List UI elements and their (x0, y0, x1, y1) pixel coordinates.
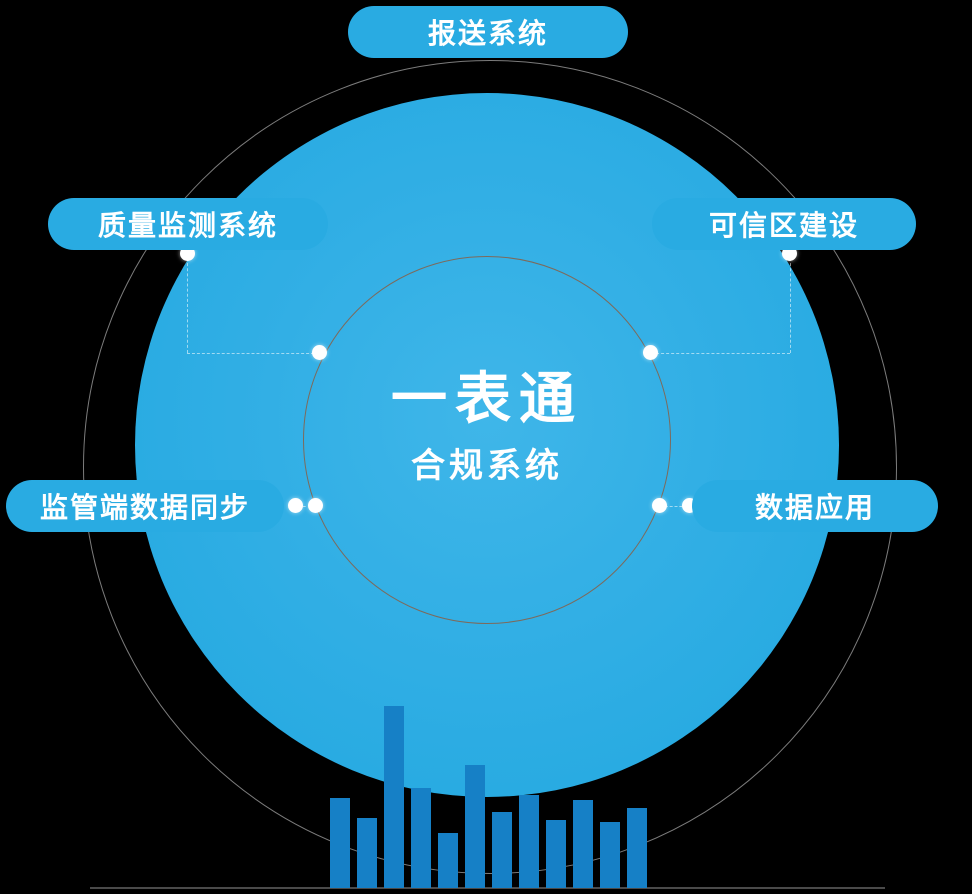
connector-upper-right-vertical (790, 258, 791, 353)
connector-upper-left-vertical (187, 258, 188, 353)
dot-lower-left-ring (308, 498, 323, 513)
inner-ring (303, 256, 671, 624)
node-trusted-zone-construction: 可信区建设 (652, 198, 916, 250)
bar (411, 788, 431, 888)
outer-ring (83, 60, 897, 874)
node-regulator-data-sync: 监管端数据同步 (6, 480, 284, 532)
node-reporting-system: 报送系统 (348, 6, 628, 58)
bar (546, 820, 566, 888)
dot-upper-right-ring (643, 345, 658, 360)
bar (384, 706, 404, 888)
node-label: 数据应用 (754, 492, 875, 523)
node-quality-monitoring-system: 质量监测系统 (48, 198, 328, 250)
bar (357, 818, 377, 888)
bar (627, 808, 647, 888)
bar-skyline (330, 698, 647, 888)
connector-lower-right (660, 506, 692, 507)
connector-upper-right-horizontal (651, 353, 790, 354)
bar (600, 822, 620, 888)
node-label: 报送系统 (427, 18, 548, 49)
node-label: 监管端数据同步 (39, 492, 250, 523)
node-data-application: 数据应用 (692, 480, 938, 532)
center-title-group: 一表通 合规系统 (287, 368, 687, 487)
dot-lower-right-ring (652, 498, 667, 513)
bottom-baseline (90, 887, 885, 889)
node-label: 可信区建设 (708, 210, 859, 241)
dot-lower-left-pill (288, 498, 303, 513)
bar (438, 833, 458, 888)
connector-upper-left-horizontal (187, 353, 319, 354)
bar (573, 800, 593, 888)
dot-upper-left-ring (312, 345, 327, 360)
node-label: 质量监测系统 (97, 210, 278, 241)
bar (492, 812, 512, 888)
bar (330, 798, 350, 888)
center-subtitle: 合规系统 (411, 446, 563, 485)
bar (519, 795, 539, 888)
connector-lower-left (297, 506, 317, 507)
center-title: 一表通 (391, 367, 583, 430)
bar (465, 765, 485, 888)
